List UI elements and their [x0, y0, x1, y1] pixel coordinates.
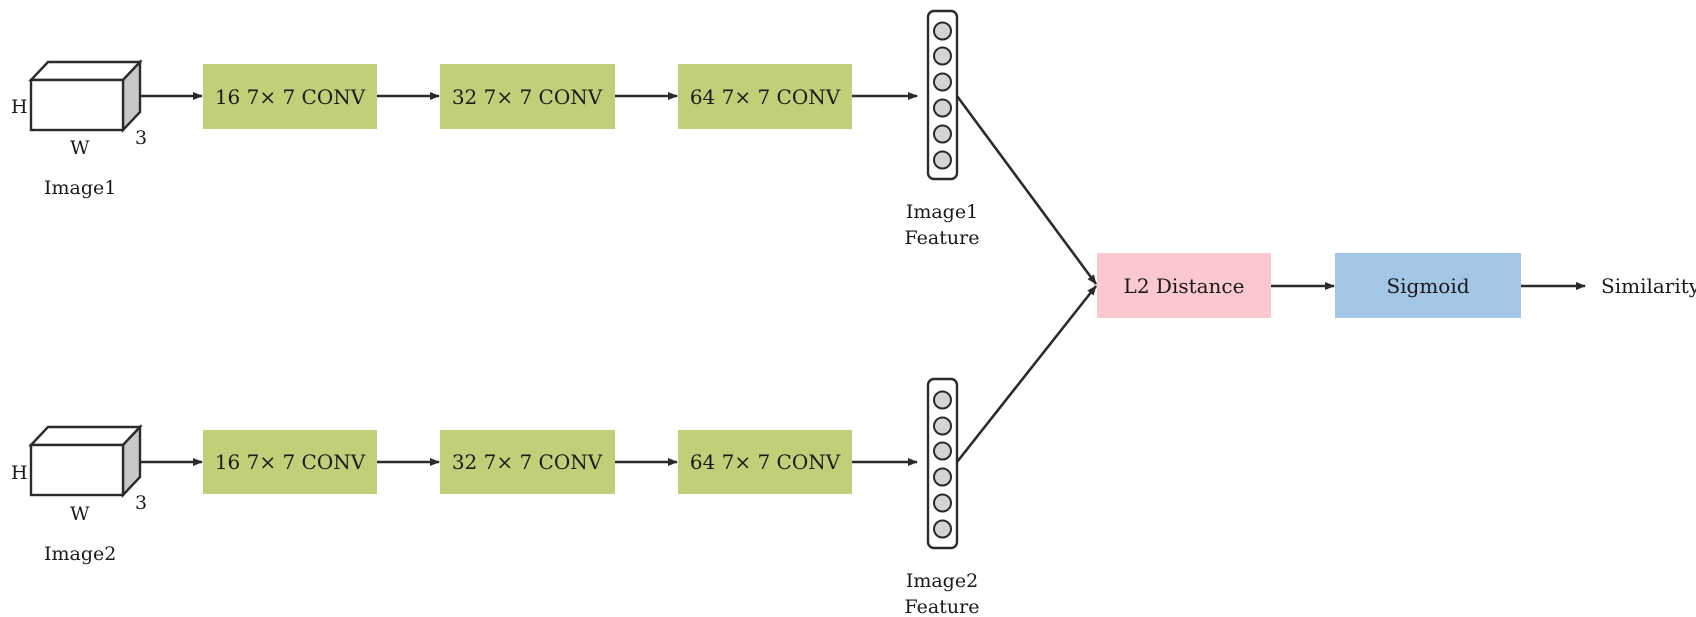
conv-block-2-3: 64 7× 7 CONV	[678, 430, 852, 494]
input-1-name-label: Image1	[44, 177, 116, 199]
conv-block-2-2-label: 32 7× 7 CONV	[452, 450, 603, 474]
feature-2-label-line1: Image2	[906, 570, 978, 592]
sigmoid-block: Sigmoid	[1335, 253, 1521, 318]
feature-vector-2	[926, 377, 959, 550]
input-cube-2	[28, 423, 143, 499]
conv-block-2-2: 32 7× 7 CONV	[440, 430, 615, 494]
conv-block-1-1: 16 7× 7 CONV	[203, 64, 377, 129]
branch-top: H W 3 Image1 16 7× 7 CONV 32 7× 7 CONV 6…	[11, 9, 980, 249]
conv-block-1-2: 32 7× 7 CONV	[440, 64, 615, 129]
input-2-name-label: Image2	[44, 543, 116, 565]
sigmoid-label: Sigmoid	[1386, 274, 1469, 298]
conv-block-1-1-label: 16 7× 7 CONV	[215, 85, 366, 109]
conv-block-2-1-label: 16 7× 7 CONV	[215, 450, 366, 474]
input-2-channels-label: 3	[135, 492, 147, 514]
arrow-feature-1-to-l2	[955, 95, 1098, 285]
input-1-height-label: H	[11, 96, 28, 118]
feature-2-label-line2: Feature	[905, 596, 980, 617]
merge-section: L2 Distance Sigmoid Similarity	[955, 95, 1696, 463]
input-1-channels-label: 3	[135, 127, 147, 149]
similarity-output-label: Similarity	[1601, 274, 1696, 298]
conv-block-2-3-label: 64 7× 7 CONV	[690, 450, 841, 474]
feature-vector-1	[926, 9, 959, 181]
l2-distance-block: L2 Distance	[1097, 253, 1271, 318]
input-2-width-label: W	[70, 503, 90, 525]
feature-1-label-line2: Feature	[905, 227, 980, 249]
input-cube-1	[28, 58, 143, 134]
input-1-width-label: W	[70, 137, 90, 159]
l2-distance-label: L2 Distance	[1124, 274, 1245, 298]
feature-1-label-line1: Image1	[906, 201, 978, 223]
conv-block-1-2-label: 32 7× 7 CONV	[452, 85, 603, 109]
conv-block-2-1: 16 7× 7 CONV	[203, 430, 377, 494]
conv-block-1-3: 64 7× 7 CONV	[678, 64, 852, 129]
branch-bottom: H W 3 Image2 16 7× 7 CONV 32 7× 7 CONV 6…	[11, 377, 980, 617]
conv-block-1-3-label: 64 7× 7 CONV	[690, 85, 841, 109]
input-2-height-label: H	[11, 462, 28, 484]
arrow-feature-2-to-l2	[955, 285, 1098, 463]
